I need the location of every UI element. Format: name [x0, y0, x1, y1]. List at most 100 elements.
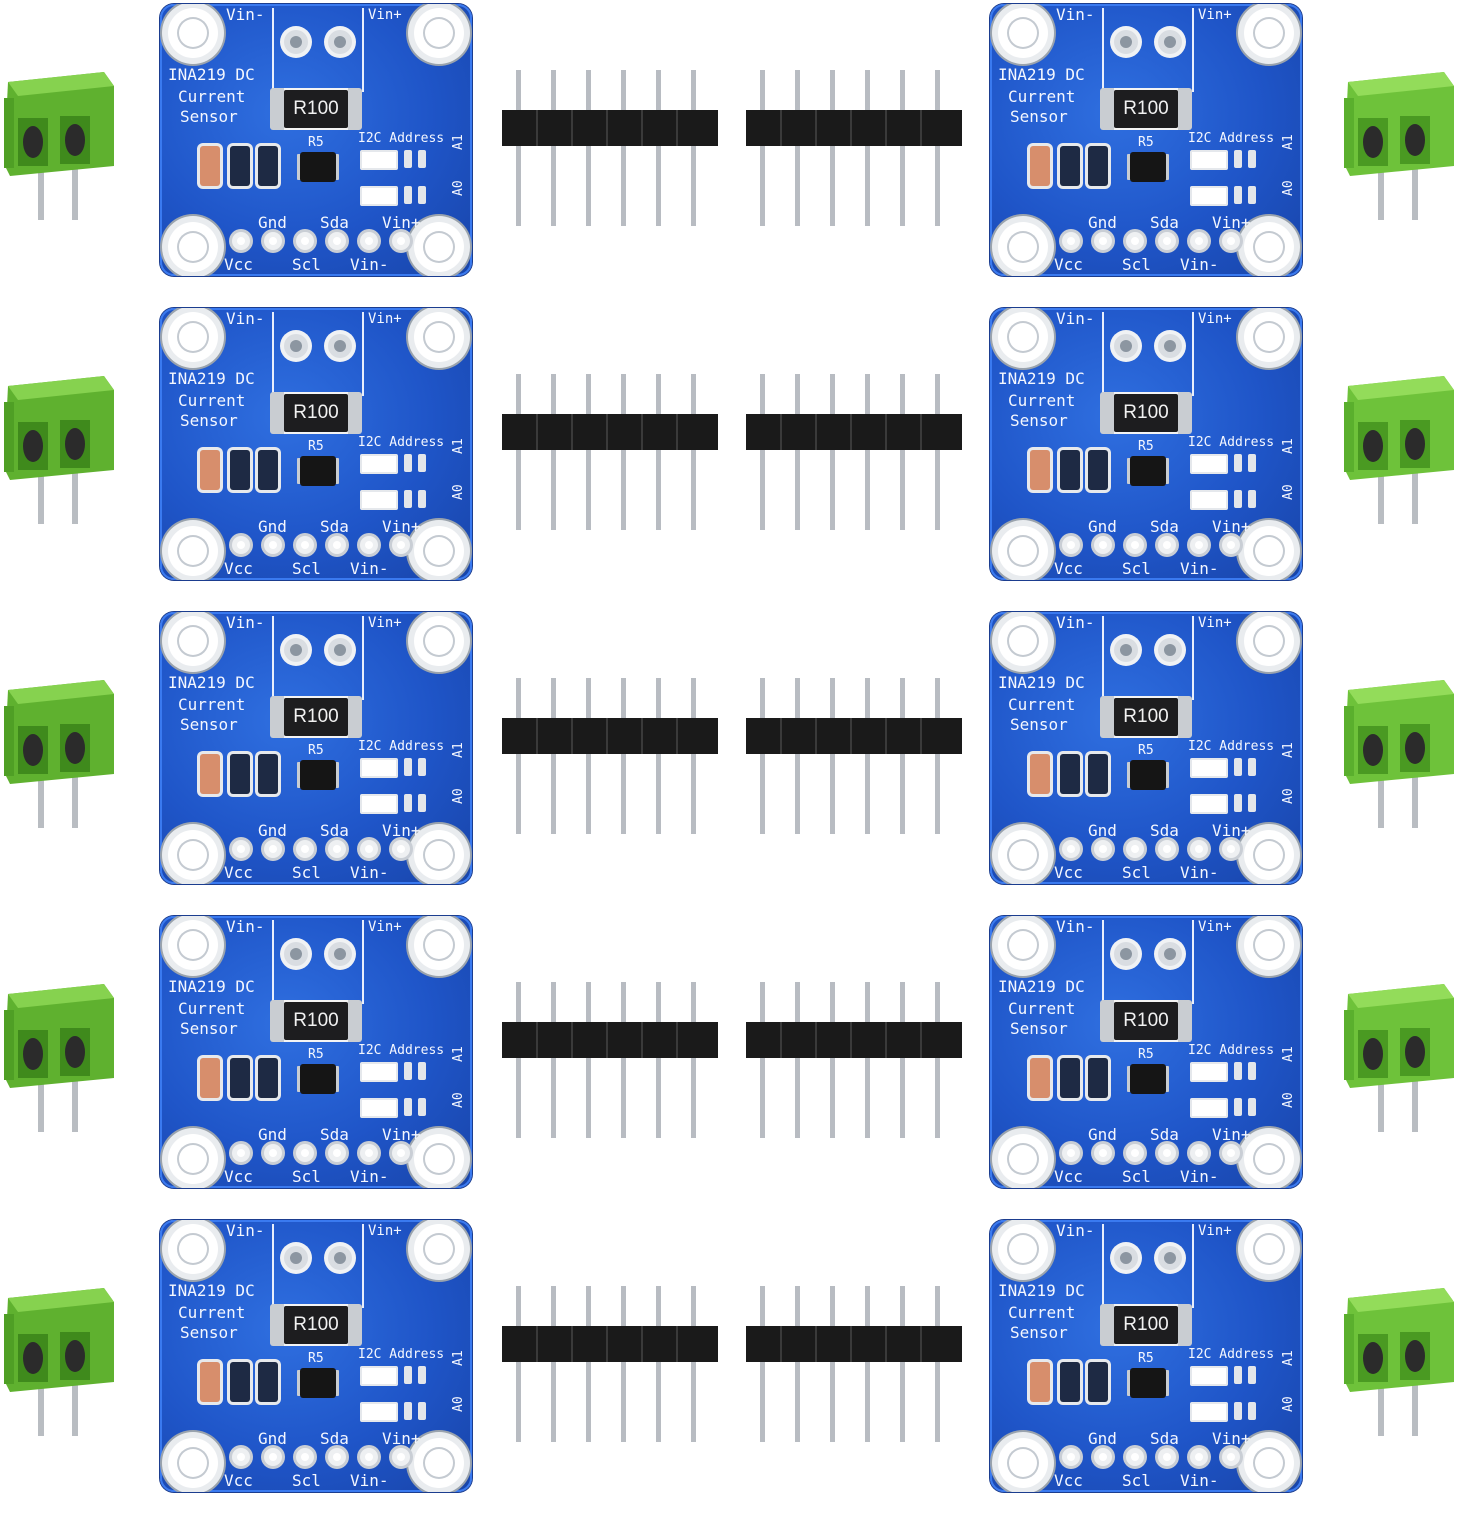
address-jumper — [360, 1366, 398, 1386]
shunt-marking: R100 — [284, 1306, 348, 1344]
jumper-pad — [404, 1366, 412, 1384]
header-hole — [1158, 840, 1176, 858]
shunt-marking: R100 — [1114, 698, 1178, 736]
terminal-pad — [284, 638, 308, 662]
smd-component — [1060, 1362, 1080, 1402]
label-r5: R5 — [308, 1351, 324, 1366]
label-vcc: Vcc — [1054, 559, 1083, 578]
header-hole — [392, 1144, 410, 1162]
mounting-hole — [414, 1438, 464, 1488]
label-vin-plus: Vin+ — [382, 821, 421, 840]
label-vin-minus-top: Vin- — [1056, 917, 1095, 936]
label-vin-plus: Vin+ — [382, 1429, 421, 1448]
label-vin-minus: Vin- — [1180, 1471, 1219, 1490]
label-vin-plus-top: Vin+ — [1198, 1223, 1232, 1239]
label-a0: A0 — [451, 484, 466, 500]
label-a1: A1 — [1281, 742, 1296, 758]
jumper-pad — [418, 150, 426, 168]
ina219-chip — [300, 760, 336, 790]
label-a1: A1 — [1281, 438, 1296, 454]
terminal-pad — [284, 1246, 308, 1270]
label-vin-plus-top: Vin+ — [1198, 311, 1232, 327]
smd-component — [1030, 146, 1050, 186]
label-a1: A1 — [1281, 134, 1296, 150]
header-hole — [1190, 1144, 1208, 1162]
label-vin-minus: Vin- — [350, 863, 389, 882]
board-title: Sensor — [180, 715, 238, 734]
label-scl: Scl — [1122, 1471, 1151, 1490]
jumper-pad — [1234, 758, 1242, 776]
board-title: Sensor — [1010, 1019, 1068, 1038]
screw-terminal — [0, 68, 120, 228]
jumper-pad — [418, 186, 426, 204]
label-vin-plus-top: Vin+ — [368, 919, 402, 935]
header-hole — [392, 232, 410, 250]
jumper-pad — [1248, 1062, 1256, 1080]
terminal-pad — [1158, 30, 1182, 54]
label-a1: A1 — [451, 1046, 466, 1062]
label-vcc: Vcc — [224, 559, 253, 578]
header-hole — [1222, 1144, 1240, 1162]
label-a0: A0 — [1281, 1092, 1296, 1108]
label-vin-plus: Vin+ — [382, 517, 421, 536]
header-hole — [1094, 1448, 1112, 1466]
mounting-hole — [168, 920, 218, 970]
mounting-hole — [414, 830, 464, 880]
address-jumper — [360, 758, 398, 778]
header-hole — [328, 1448, 346, 1466]
header-hole — [232, 1448, 250, 1466]
header-hole — [296, 1448, 314, 1466]
label-vin-minus: Vin- — [1180, 255, 1219, 274]
terminal-pad — [1158, 1246, 1182, 1270]
jumper-pad — [1248, 150, 1256, 168]
label-scl: Scl — [292, 255, 321, 274]
jumper-pad — [1248, 1402, 1256, 1420]
header-hole — [264, 840, 282, 858]
header-hole — [1062, 840, 1080, 858]
jumper-pad — [1234, 1062, 1242, 1080]
board-title: Sensor — [180, 107, 238, 126]
header-hole — [1126, 536, 1144, 554]
label-vin-minus: Vin- — [1180, 863, 1219, 882]
terminal-pad — [328, 942, 352, 966]
header-hole — [328, 536, 346, 554]
header-hole — [392, 1448, 410, 1466]
jumper-pad — [404, 150, 412, 168]
ina219-board: Vin- Vin+ INA219 DC Current Sensor R100 … — [160, 916, 472, 1188]
mounting-hole — [168, 1438, 218, 1488]
label-vin-plus: Vin+ — [1212, 517, 1251, 536]
header-hole — [1190, 232, 1208, 250]
pin-header — [500, 70, 720, 230]
ina219-chip — [1130, 760, 1166, 790]
mounting-hole — [414, 920, 464, 970]
shunt-marking: R100 — [1114, 394, 1178, 432]
kit-row: Vin- Vin+ INA219 DC Current Sensor R100 … — [0, 912, 1460, 1212]
label-vin-plus: Vin+ — [1212, 821, 1251, 840]
mounting-hole — [998, 312, 1048, 362]
label-i2c-address: I2C Address — [358, 1347, 445, 1362]
terminal-pad — [328, 30, 352, 54]
smd-component — [200, 450, 220, 490]
smd-component — [1030, 1362, 1050, 1402]
label-r5: R5 — [308, 1047, 324, 1062]
shunt-resistor: R100 — [1100, 392, 1192, 434]
terminal-pad — [1114, 942, 1138, 966]
address-jumper — [1190, 794, 1228, 814]
mounting-hole — [168, 222, 218, 272]
smd-component — [200, 1058, 220, 1098]
ina219-chip — [300, 1064, 336, 1094]
label-i2c-address: I2C Address — [358, 435, 445, 450]
label-vin-minus: Vin- — [350, 255, 389, 274]
header-hole — [1126, 1448, 1144, 1466]
terminal-pad — [1158, 942, 1182, 966]
board-title: Sensor — [1010, 715, 1068, 734]
label-vin-plus-top: Vin+ — [368, 615, 402, 631]
header-hole — [1190, 1448, 1208, 1466]
label-vin-minus: Vin- — [350, 559, 389, 578]
smd-component — [1030, 754, 1050, 794]
smd-component — [200, 1362, 220, 1402]
header-hole — [360, 536, 378, 554]
jumper-pad — [1234, 1402, 1242, 1420]
address-jumper — [360, 794, 398, 814]
board-title: INA219 DC — [998, 673, 1085, 692]
